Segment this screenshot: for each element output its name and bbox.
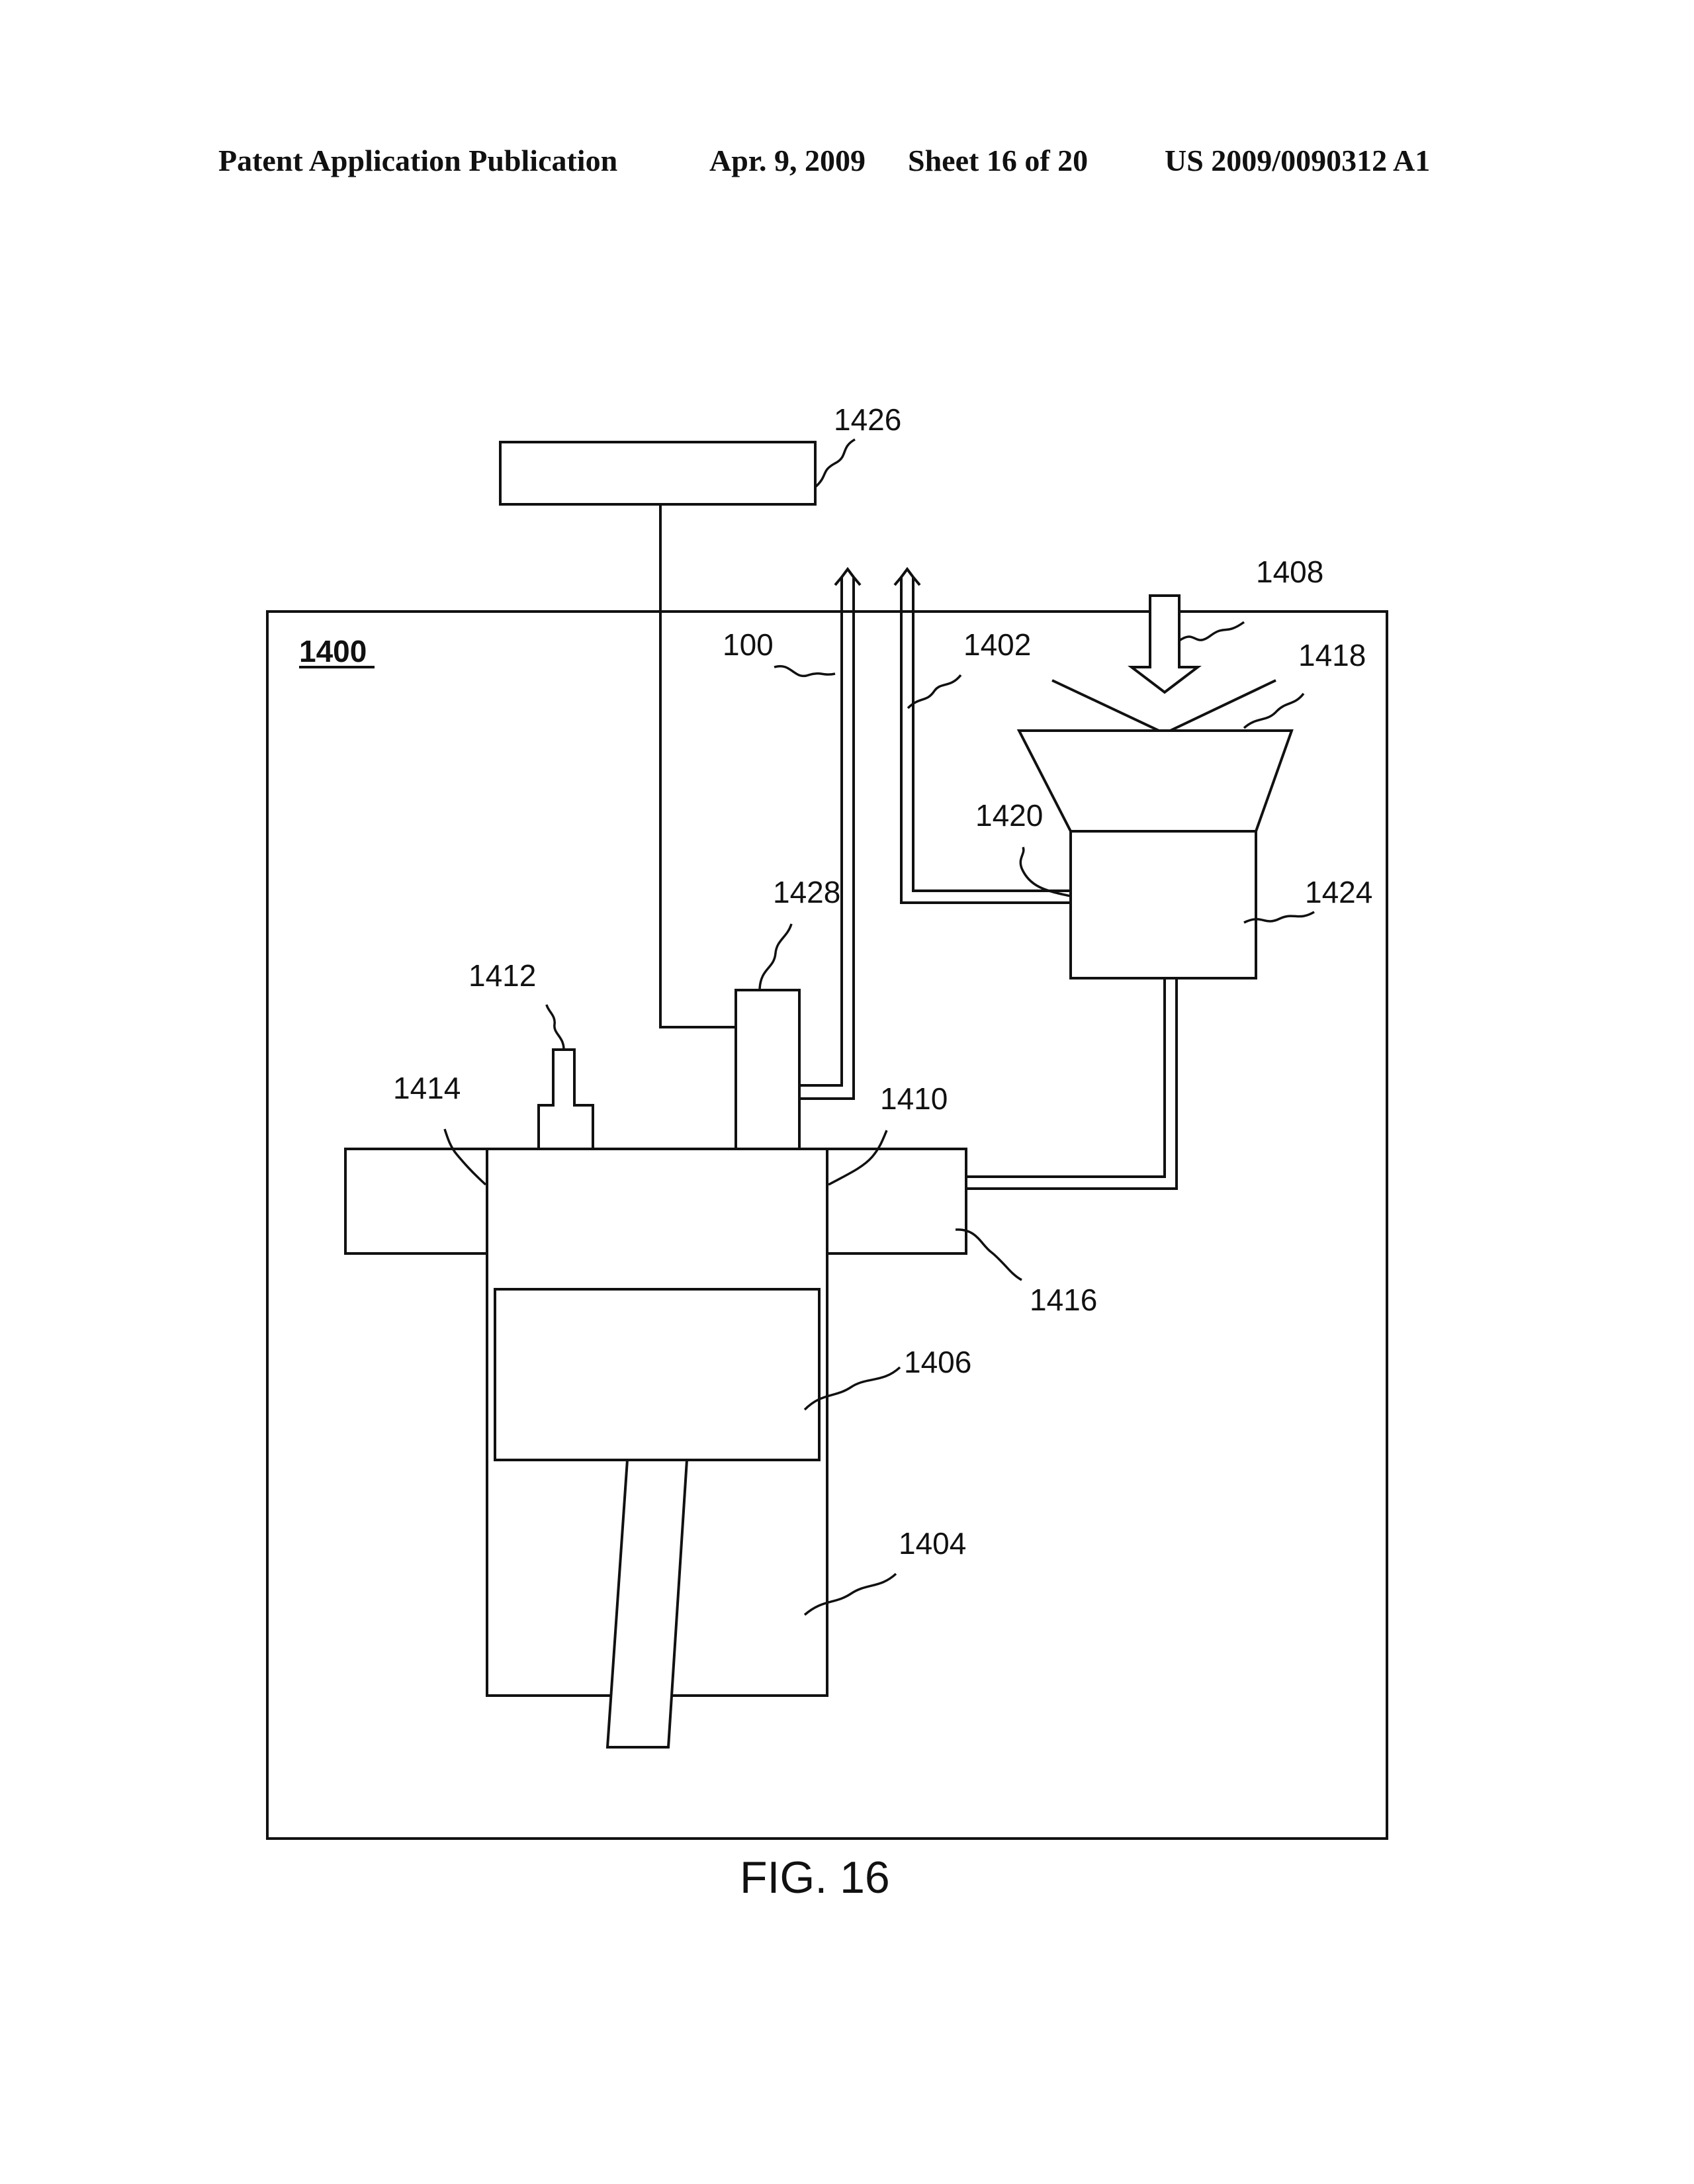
mixer	[1071, 831, 1256, 978]
figure-caption: FIG. 16	[740, 1852, 890, 1903]
sensor-label: 1412	[468, 958, 536, 993]
system-label: 1400	[299, 634, 367, 668]
piston-label: 1406	[904, 1345, 971, 1379]
manifold-label: 1416	[1030, 1283, 1097, 1317]
pipe-1402-label: 1402	[963, 627, 1031, 662]
right-port-label: 1410	[880, 1081, 948, 1116]
piston	[495, 1289, 819, 1460]
pipe-100-break	[835, 569, 860, 585]
inlet-label: 1420	[975, 798, 1043, 833]
left-port-label: 1414	[393, 1071, 461, 1105]
input-arrow-label: 1408	[1256, 555, 1323, 589]
controller-label: 1426	[834, 402, 901, 437]
mixer-label: 1424	[1305, 875, 1372, 909]
connector-label: 1428	[773, 875, 840, 909]
controller-box	[500, 442, 815, 504]
hopper-label: 1418	[1298, 638, 1366, 672]
cylinder-label: 1404	[899, 1526, 966, 1561]
pipe-100-label: 100	[723, 627, 774, 662]
controller-leader	[815, 439, 855, 487]
pipe-1402-break	[895, 569, 920, 585]
connector	[736, 990, 799, 1149]
